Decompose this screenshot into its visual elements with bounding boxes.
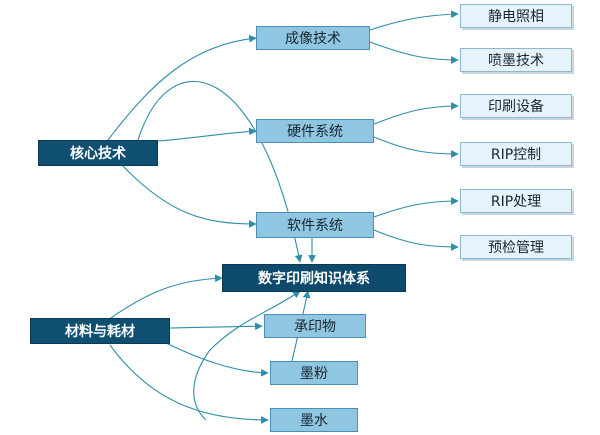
node-rip-control[interactable]: RIP控制 <box>460 142 572 166</box>
node-toner[interactable]: 墨粉 <box>270 361 358 385</box>
node-digital-printing-knowledge-system[interactable]: 数字印刷知识体系 <box>222 264 406 292</box>
edge-core-imaging <box>107 34 257 141</box>
edge-materials-toner <box>159 339 269 377</box>
node-ink[interactable]: 墨水 <box>270 408 358 432</box>
node-electrophotography[interactable]: 静电照相 <box>460 4 572 28</box>
edge-ink-center <box>193 290 301 421</box>
node-preflight-management[interactable]: 预检管理 <box>460 235 572 259</box>
edge-imaging-inkjet <box>369 41 459 64</box>
edge-core-center <box>137 80 303 263</box>
edge-imaging-electro <box>369 10 459 31</box>
node-imaging-technology[interactable]: 成像技术 <box>256 26 370 50</box>
edge-software-rip <box>373 197 459 218</box>
edge-hardware-equip <box>373 102 459 125</box>
edge-core-software <box>121 164 257 228</box>
node-rip-processing[interactable]: RIP处理 <box>460 189 572 213</box>
edge-materials-ink <box>109 344 269 424</box>
node-inkjet-technology[interactable]: 喷墨技术 <box>460 48 572 72</box>
node-substrate[interactable]: 承印物 <box>264 314 366 338</box>
node-software-system[interactable]: 软件系统 <box>256 212 374 238</box>
node-hardware-system[interactable]: 硬件系统 <box>256 119 374 143</box>
edge-software-preflight <box>373 229 459 251</box>
node-printing-equipment[interactable]: 印刷设备 <box>460 94 572 118</box>
edge-materials-center <box>107 274 223 321</box>
edge-materials-substrate <box>169 322 263 331</box>
node-materials[interactable]: 材料与耗材 <box>30 318 170 344</box>
node-core-technology[interactable]: 核心技术 <box>38 140 158 166</box>
edge-core-hardware <box>157 127 257 142</box>
edge-hardware-ripctl <box>373 136 459 158</box>
